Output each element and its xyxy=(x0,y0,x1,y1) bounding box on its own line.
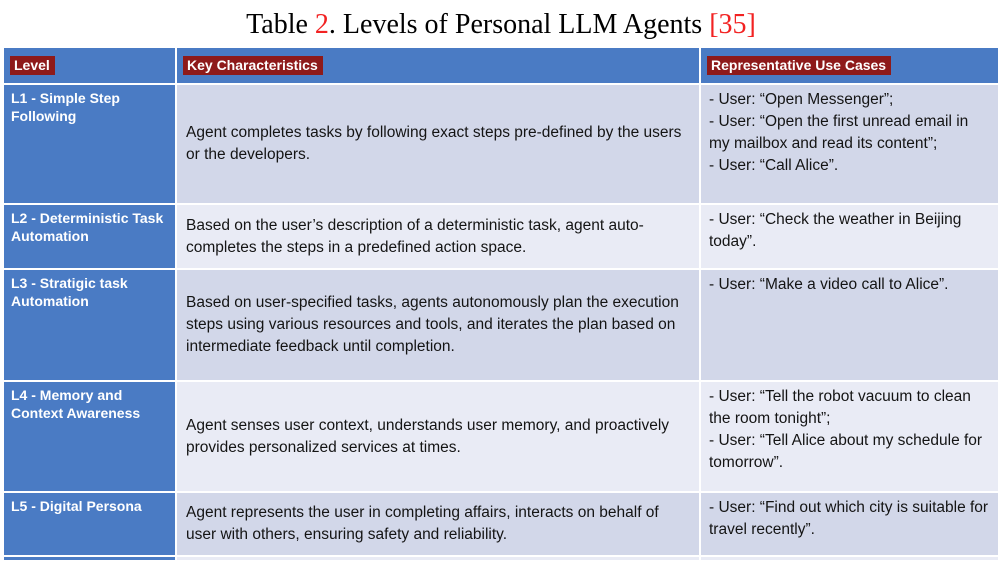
use-case-line: - User: “Check the weather in Beijing to… xyxy=(709,211,962,250)
llm-agent-levels-table: Level Key Characteristics Representative… xyxy=(2,46,1000,562)
use-case-line: - User: “Make a video call to Alice”. xyxy=(709,276,949,293)
citation-link[interactable]: [35] xyxy=(709,9,756,40)
table-row-l2: L2 - Deterministic Task Automation Based… xyxy=(2,203,1000,270)
use-case-line: - User: “Tell the robot vacuum to clean … xyxy=(709,388,971,427)
table-row-l5: L5 - Digital Persona Agent represents th… xyxy=(2,491,1000,557)
col-header-level: Level xyxy=(2,46,177,85)
use-cases-cell-l5: - User: “Find out which city is suitable… xyxy=(699,491,1000,557)
cutoff-characteristics-cell xyxy=(175,555,701,562)
table-row-l1: L1 - Simple Step Following Agent complet… xyxy=(2,83,1000,205)
cutoff-use-cases-cell xyxy=(699,555,1000,562)
characteristics-cell-l5: Agent represents the user in completing … xyxy=(175,491,701,557)
use-case-line: - User: “Find out which city is suitable… xyxy=(709,499,989,538)
caption-table-number: 2 xyxy=(314,9,329,40)
table-row-l3: L3 - Stratigic task Automation Based on … xyxy=(2,268,1000,382)
use-case-line: - User: “Open the first unread email in … xyxy=(709,113,969,152)
col-header-characteristics: Key Characteristics xyxy=(175,46,701,85)
col-header-characteristics-label: Key Characteristics xyxy=(183,55,323,75)
level-cell-l1: L1 - Simple Step Following xyxy=(2,83,177,205)
use-cases-cell-l1: - User: “Open Messenger”; - User: “Open … xyxy=(699,83,1000,205)
use-cases-cell-l2: - User: “Check the weather in Beijing to… xyxy=(699,203,1000,270)
characteristics-cell-l3: Based on user-specified tasks, agents au… xyxy=(175,268,701,382)
level-cell-l2: L2 - Deterministic Task Automation xyxy=(2,203,177,270)
use-case-line: - User: “Open Messenger”; xyxy=(709,91,894,108)
characteristics-cell-l1: Agent completes tasks by following exact… xyxy=(175,83,701,205)
cutoff-next-row xyxy=(2,555,1000,562)
level-cell-l5: L5 - Digital Persona xyxy=(2,491,177,557)
cutoff-level-cell xyxy=(2,555,177,562)
header-row: Level Key Characteristics Representative… xyxy=(2,46,1000,85)
col-header-use-cases-label: Representative Use Cases xyxy=(707,55,892,75)
use-cases-cell-l4: - User: “Tell the robot vacuum to clean … xyxy=(699,380,1000,493)
level-cell-l3: L3 - Stratigic task Automation xyxy=(2,268,177,382)
use-cases-cell-l3: - User: “Make a video call to Alice”. xyxy=(699,268,1000,382)
table-caption: Table 2. Levels of Personal LLM Agents [… xyxy=(0,0,1002,46)
caption-prefix: Table xyxy=(246,9,315,40)
use-case-line: - User: “Call Alice”. xyxy=(709,157,839,174)
col-header-level-label: Level xyxy=(10,55,55,75)
characteristics-cell-l2: Based on the user’s description of a det… xyxy=(175,203,701,270)
table-row-l4: L4 - Memory and Context Awareness Agent … xyxy=(2,380,1000,493)
caption-text: . Levels of Personal LLM Agents xyxy=(328,9,710,40)
characteristics-cell-l4: Agent senses user context, understands u… xyxy=(175,380,701,493)
use-case-line: - User: “Tell Alice about my schedule fo… xyxy=(709,432,983,471)
level-cell-l4: L4 - Memory and Context Awareness xyxy=(2,380,177,493)
col-header-use-cases: Representative Use Cases xyxy=(699,46,1000,85)
